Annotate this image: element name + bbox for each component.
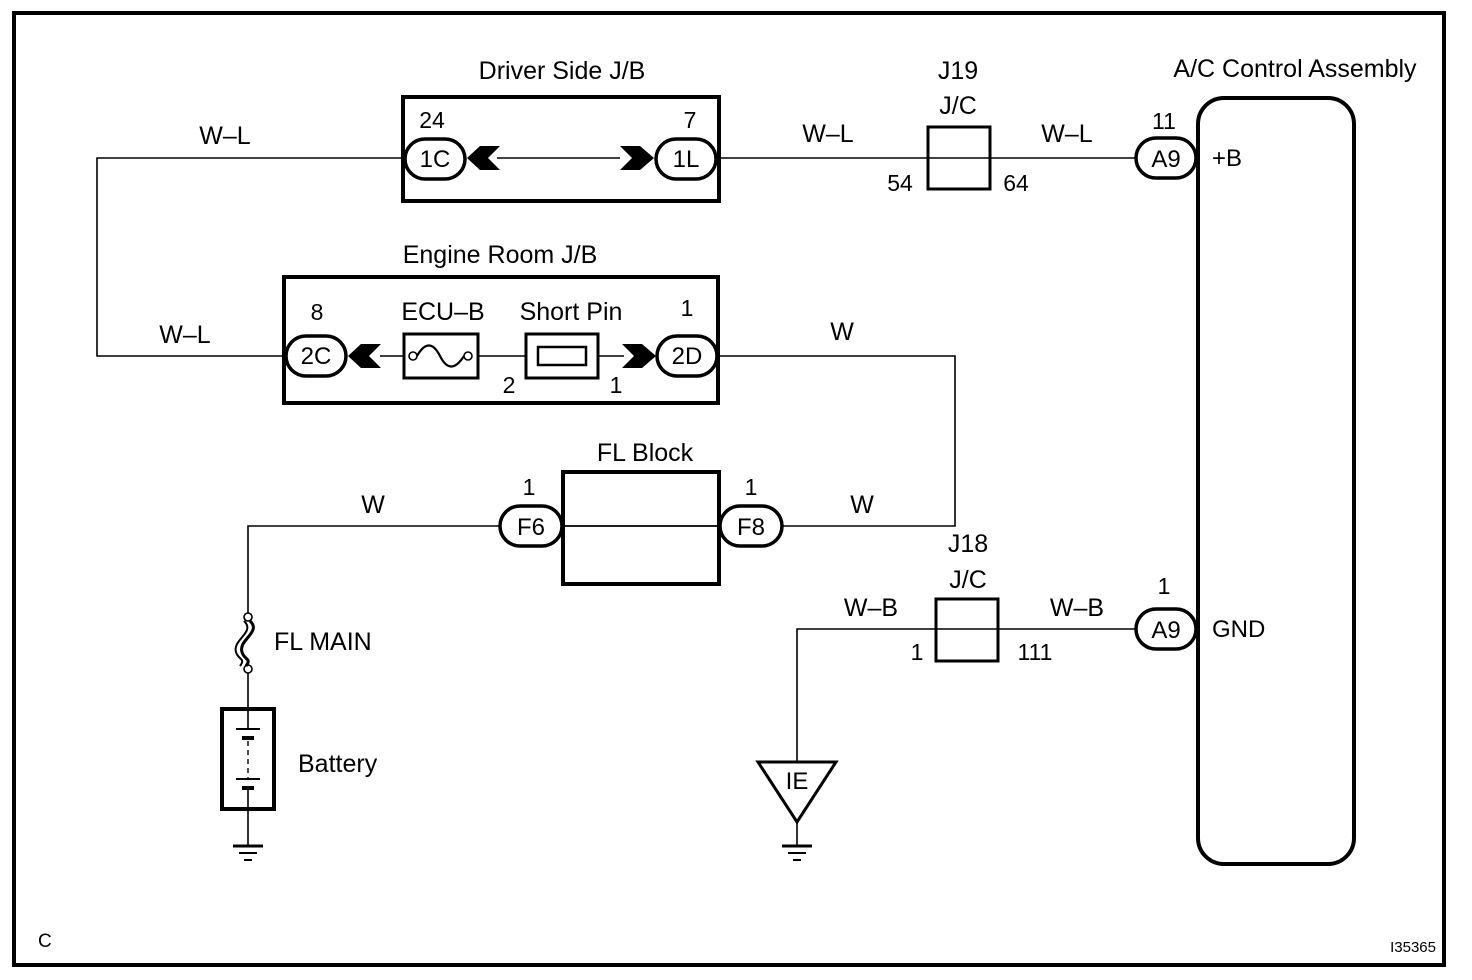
fl-main-label: FL MAIN <box>274 628 372 656</box>
terminal-plus-b: +B <box>1212 145 1242 172</box>
connector-1c-label: 1C <box>420 146 451 173</box>
wire-f6-to-flmain <box>247 525 500 614</box>
driver-jb-pin-left: 24 <box>419 107 445 133</box>
connector-2d-label: 2D <box>672 343 703 370</box>
wire-label-w-2: W <box>850 491 874 519</box>
terminal-dot-icon <box>243 612 253 622</box>
connector-a9-top-label: A9 <box>1151 146 1180 173</box>
fuse-icon <box>408 344 473 368</box>
wire-a9gnd-to-ie <box>796 628 1136 762</box>
terminal-gnd: GND <box>1212 616 1265 643</box>
connector-f6-label: F6 <box>517 514 545 541</box>
fl-block-box <box>561 470 721 586</box>
connector-f6 <box>498 504 564 548</box>
figure-id: I35365 <box>1390 939 1436 956</box>
engine-jb-title: Engine Room J/B <box>403 241 598 269</box>
female-terminal-icon <box>467 146 500 170</box>
connector-a9-bottom-label: A9 <box>1151 617 1180 644</box>
ac-pin-bottom: 1 <box>1158 573 1171 599</box>
short-pin-pin: 1 <box>610 372 623 398</box>
fuse-ecu-b <box>402 332 480 380</box>
j18-title: J18 <box>948 530 988 558</box>
j19-pin-right: 64 <box>1003 170 1029 196</box>
fuse-pin: 2 <box>503 372 516 398</box>
ground-point-ie: IE <box>755 760 839 825</box>
short-pin-icon <box>536 345 588 367</box>
wire-label-wl-2: W–L <box>159 321 211 349</box>
j18-box <box>934 597 1000 663</box>
connector-2d <box>655 334 719 378</box>
terminal-dot-icon <box>243 664 253 674</box>
wire-label-wb-1: W–B <box>844 594 898 622</box>
j18-pin-right: 111 <box>1018 639 1053 665</box>
wire-label-wl-4: W–L <box>1041 120 1093 148</box>
ground-icon <box>233 844 263 861</box>
connector-a9-bottom <box>1134 607 1198 651</box>
j19-pin-left: 54 <box>887 170 913 196</box>
ac-control-title: A/C Control Assembly <box>1173 55 1417 83</box>
male-terminal-icon <box>622 344 656 368</box>
diagram-corner-label: C <box>38 931 52 952</box>
engine-jb-pin-right: 1 <box>681 295 694 321</box>
ac-control-assembly: A/C Control Assembly 11 A9 +B 1 A9 GND <box>1134 55 1417 866</box>
fuse-ecu-b-label: ECU–B <box>401 298 484 326</box>
ground-point-label: IE <box>786 768 809 795</box>
engine-room-jb: Engine Room J/B 8 2C ECU–B 2 Short Pin 1… <box>282 241 720 405</box>
wires <box>96 157 1136 846</box>
connector-2c <box>284 334 348 378</box>
j19-subtitle: J/C <box>939 92 977 120</box>
j19-box <box>926 125 992 191</box>
short-pin <box>524 332 600 380</box>
male-terminal-icon <box>620 146 654 170</box>
fl-block-pin-left: 1 <box>523 474 536 500</box>
ac-control-box <box>1196 96 1356 866</box>
j18-junction-connector: J18 J/C 1 111 <box>911 530 1053 665</box>
wire-2d-to-f8 <box>718 355 956 527</box>
wire-label-w-3: W <box>361 491 385 519</box>
driver-jb-title: Driver Side J/B <box>479 57 646 85</box>
connector-f8 <box>718 504 784 548</box>
j19-junction-connector: J19 J/C 54 64 <box>887 57 1029 196</box>
fl-block: FL Block 1 F6 1 F8 <box>498 439 784 586</box>
connector-1c <box>403 137 467 181</box>
battery-label: Battery <box>298 750 378 778</box>
connector-a9-top <box>1134 136 1198 180</box>
short-pin-label: Short Pin <box>520 298 623 326</box>
engine-jb-box <box>282 275 720 405</box>
battery-cell-icon <box>236 728 260 809</box>
driver-jb-box <box>401 95 721 203</box>
connector-1l-label: 1L <box>673 146 700 173</box>
battery: Battery <box>220 707 378 811</box>
wire-label-w-1: W <box>830 318 854 346</box>
connector-2c-label: 2C <box>301 343 332 370</box>
wire-label-wl-1: W–L <box>199 122 251 150</box>
diagram-frame <box>12 11 1446 967</box>
ground-icon <box>782 844 812 861</box>
ac-pin-top: 11 <box>1152 108 1176 134</box>
wire-wl-loop <box>96 157 407 357</box>
wire-label-wb-2: W–B <box>1050 594 1104 622</box>
fusible-link-icon <box>234 619 255 667</box>
connector-1l <box>654 137 718 181</box>
wire-label-wl-3: W–L <box>802 120 854 148</box>
j18-subtitle: J/C <box>949 566 987 594</box>
driver-jb-pin-right: 7 <box>684 107 697 133</box>
driver-side-jb: Driver Side J/B 24 1C 7 1L <box>401 57 721 203</box>
female-terminal-icon <box>348 344 381 368</box>
fl-block-pin-right: 1 <box>745 474 758 500</box>
j19-title: J19 <box>938 57 978 85</box>
fl-block-title: FL Block <box>597 439 694 467</box>
ground-point-triangle-icon <box>755 760 839 825</box>
engine-jb-pin-left: 8 <box>311 299 324 325</box>
j18-pin-left: 1 <box>911 639 924 665</box>
fl-main-fusible-link: FL MAIN <box>234 612 372 674</box>
connector-f8-label: F8 <box>737 514 765 541</box>
